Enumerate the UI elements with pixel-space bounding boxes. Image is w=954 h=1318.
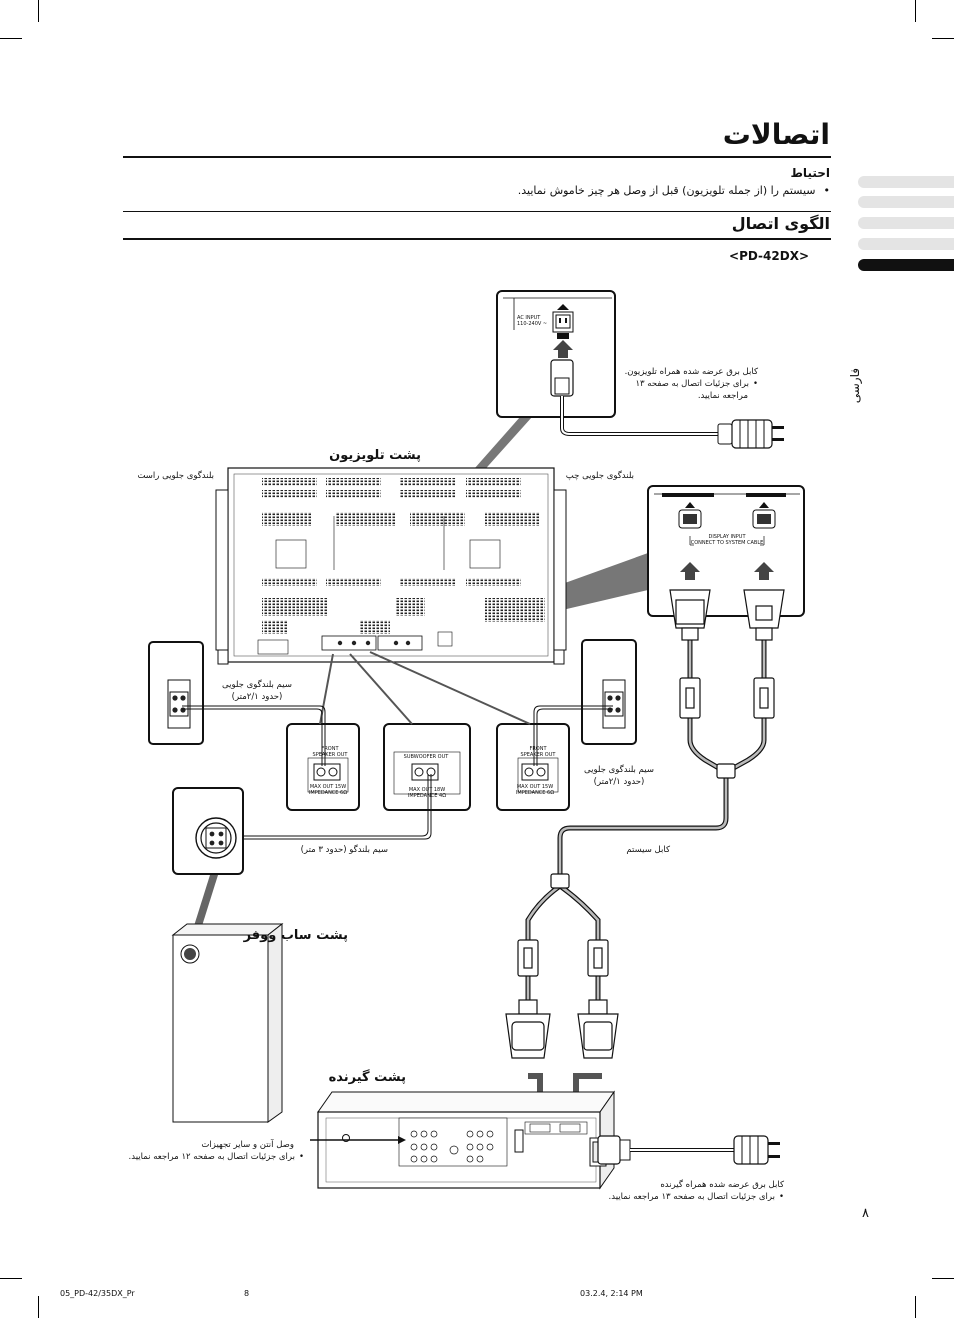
- front-left-speaker-zoom: [581, 639, 637, 745]
- caution-rule: [123, 211, 831, 212]
- speaker-wire: [182, 705, 613, 840]
- front-speaker-wire-left-label: سیم بلندگوی جلویی (حدود ۲/۱متر): [222, 679, 292, 703]
- tv-power-line1: کابل برق عرضه شده همراه تلویزیون.: [624, 367, 758, 377]
- ac-input-label: AC INPUT 110-240V ~: [517, 315, 547, 327]
- tv-power-bullet: •: [752, 379, 758, 389]
- subwoofer-out-zoom: [383, 723, 471, 811]
- speaker-wire-3m-label: سیم بلندگو (حدود ۳ متر): [300, 845, 388, 855]
- tv-rear-label: پشت تلویزیون: [329, 448, 421, 463]
- front-speaker-wire-right-label: سیم بلندگوی جلویی (حدود ۲/۱متر): [584, 764, 654, 788]
- display-input-zoom: [647, 485, 805, 617]
- receiver-power-plug: [597, 1135, 780, 1165]
- page-number: ۸: [862, 1206, 869, 1221]
- display-input-label-1: DISPLAY INPUT: [708, 534, 746, 540]
- system-cable: [525, 640, 767, 1000]
- subwoofer-terminal-zoom: [172, 787, 244, 875]
- front-speaker-wire-left-length: (حدود ۲/۱متر): [231, 692, 283, 702]
- antenna-bullet: •: [298, 1152, 304, 1162]
- model-name: <PD-42DX>: [729, 249, 809, 263]
- front-left-speaker-label: بلندگوی جلویی چپ: [565, 471, 634, 481]
- antenna-line2: •برای جزئیات اتصال به صفحه ۱۲ مراجعه نما…: [129, 1151, 304, 1163]
- footer-file: 05_PD-42/35DX_Pr: [60, 1289, 135, 1298]
- crop-mark: [915, 1296, 916, 1318]
- receiver-plug-right: [577, 939, 619, 1059]
- impedance-right-label: MAX OUT 15W IMPEDANCE 6Ω: [515, 784, 555, 796]
- crop-mark: [915, 0, 916, 22]
- receiver-power-line2: •برای جزئیات اتصال به صفحه ۱۳ مراجعه نما…: [609, 1191, 784, 1203]
- cable-joint: [550, 873, 570, 889]
- antenna-note: وصل آنتن و سایر تجهیزات •برای جزئیات اتص…: [129, 1139, 304, 1163]
- receiver-power-note: کابل برق عرضه شده همراه گیرنده •برای جزئ…: [609, 1179, 784, 1203]
- front-speaker-out-left-label: FRONT SPEAKER OUT: [312, 746, 348, 758]
- antenna-line2-text: برای جزئیات اتصال به صفحه ۱۲ مراجعه نمای…: [128, 1152, 295, 1162]
- system-cable-plug-dsub: [743, 589, 785, 719]
- caution-heading: احتیاط: [790, 166, 830, 180]
- system-cable-plug-dvi: [669, 589, 711, 719]
- impedance-left-label: MAX OUT 15W IMPEDANCE 6Ω: [308, 784, 348, 796]
- caution-bullet: •: [823, 184, 831, 197]
- subwoofer-rear-label: پشت ساب ووفر: [243, 928, 348, 943]
- front-speaker-out-right-zoom: [496, 723, 570, 811]
- cable-joint: [716, 763, 736, 779]
- subwoofer: [171, 922, 284, 1123]
- diagram-rule: [123, 238, 831, 240]
- crop-mark: [0, 1278, 22, 1279]
- system-cable-label: کابل سیستم: [626, 845, 670, 855]
- caution-text-body: سیستم را (از جمله تلویزیون) قبل از وصل ه…: [517, 184, 816, 197]
- receiver-plug-left: [505, 939, 551, 1059]
- front-speaker-out-right-label: FRONT SPEAKER OUT: [520, 746, 556, 758]
- crop-mark: [38, 1296, 39, 1318]
- side-tab: [858, 176, 954, 188]
- tv-power-line2-text: برای جزئیات اتصال به صفحه ۱۳: [635, 379, 749, 389]
- front-right-speaker-zoom: [148, 641, 204, 745]
- side-tab-active: [858, 259, 954, 271]
- front-speaker-wire-right-length: (حدود ۲/۱متر): [593, 777, 645, 787]
- ac-input-zoom: [496, 290, 616, 418]
- tv-power-line2: •برای جزئیات اتصال به صفحه ۱۳: [635, 378, 758, 390]
- crop-mark: [0, 38, 22, 39]
- front-speaker-wire-left-text: سیم بلندگوی جلویی: [222, 680, 292, 690]
- impedance-sub-label: MAX OUT 18W IMPEDANCE 4Ω: [407, 787, 447, 799]
- ac-input-label-2: 110-240V ~: [517, 321, 548, 327]
- diagram-title: الگوی اتصال: [731, 214, 830, 233]
- subwoofer-out-label: SUBWOOFER OUT: [403, 754, 449, 760]
- title-rule: [123, 156, 831, 158]
- caution-text: • سیستم را (از جمله تلویزیون) قبل از وصل …: [518, 184, 830, 197]
- antenna-line1: وصل آنتن و سایر تجهیزات: [201, 1140, 294, 1150]
- receiver-power-bullet: •: [778, 1192, 784, 1202]
- tv-back: [215, 467, 567, 665]
- tv-power-note: کابل برق عرضه شده همراه تلویزیون. •برای …: [624, 366, 758, 402]
- front-speaker-out-left-zoom: [286, 723, 360, 811]
- display-input-label: DISPLAY INPUT CONNECT TO SYSTEM CABLE: [682, 534, 772, 546]
- tv-power-line3: مراجعه نمایید.: [697, 391, 748, 401]
- receiver-power-line1: کابل برق عرضه شده همراه گیرنده: [660, 1180, 784, 1190]
- side-tab: [858, 217, 954, 229]
- side-tab: [858, 238, 954, 250]
- receiver-rear-label: پشت گیرنده: [328, 1070, 406, 1085]
- side-tab: [858, 196, 954, 208]
- front-right-speaker-label: بلندگوی جلویی راست: [137, 471, 214, 481]
- front-speaker-wire-right-text: سیم بلندگوی جلویی: [584, 765, 654, 775]
- crop-mark: [38, 0, 39, 22]
- crop-mark: [932, 38, 954, 39]
- display-input-label-2: CONNECT TO SYSTEM CABLE: [690, 540, 764, 546]
- footer-page: 8: [244, 1289, 250, 1298]
- crop-mark: [932, 1278, 954, 1279]
- tv-power-plug: [717, 419, 784, 449]
- receiver-power-line2-text: برای جزئیات اتصال به صفحه ۱۳ مراجعه نمای…: [608, 1192, 775, 1202]
- footer-timestamp: 03.2.4, 2:14 PM: [580, 1289, 643, 1298]
- ac-input-label-1: AC INPUT: [517, 315, 541, 321]
- page-title: اتصالات: [722, 118, 830, 151]
